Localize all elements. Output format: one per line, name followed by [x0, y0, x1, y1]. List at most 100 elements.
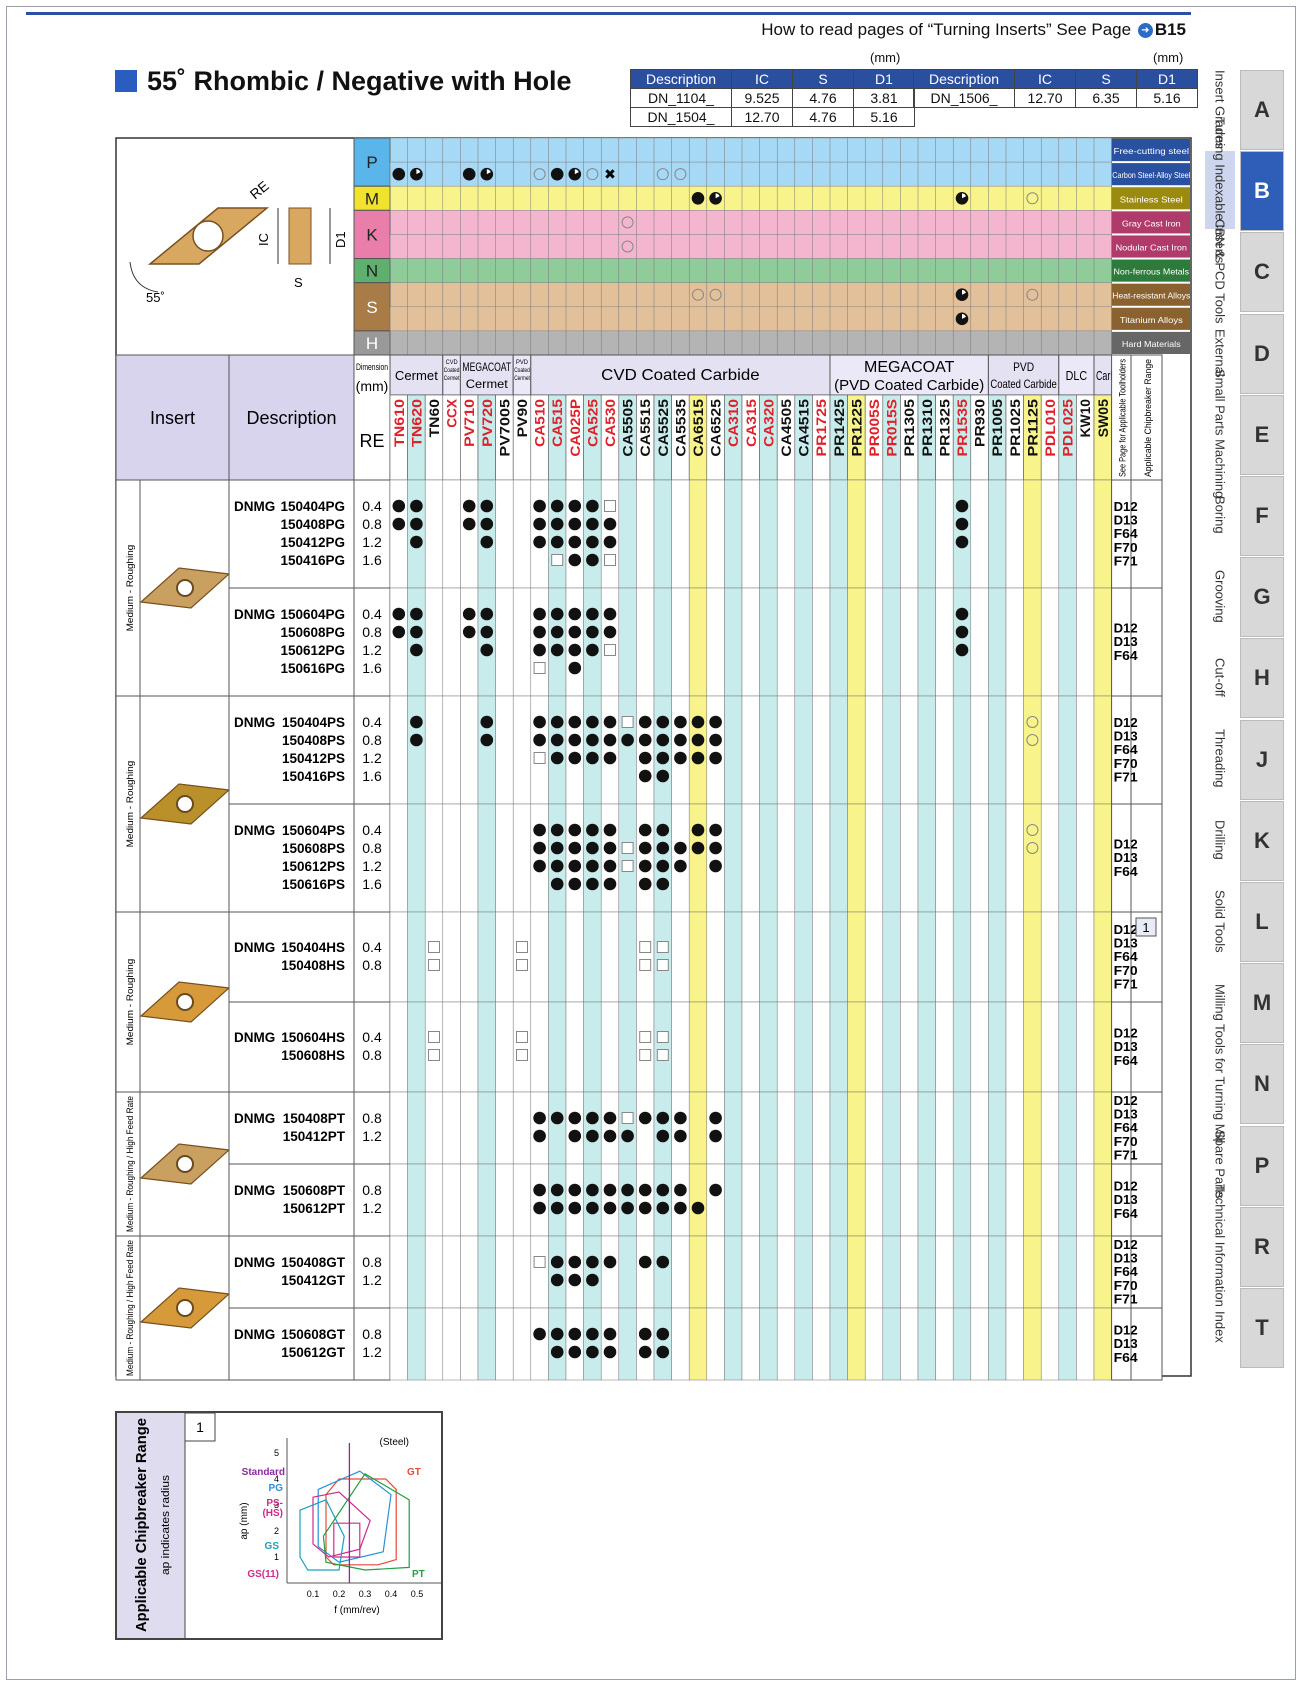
row-group-label: Medium - Roughing [125, 959, 136, 1046]
insert-photo-hole [176, 1299, 194, 1317]
mark-filled-icon [550, 1345, 564, 1359]
grade-cell [935, 803, 954, 913]
grade-cell [935, 587, 954, 697]
side-tab-n[interactable]: N [1240, 1044, 1284, 1125]
chip-series-label: (HS) [262, 1508, 283, 1519]
chip-title: Applicable Chipbreaker Range [133, 1418, 150, 1632]
mark-filled-icon [603, 877, 617, 891]
group-label: Cermet [466, 377, 509, 391]
grade-name: CA5515 [637, 399, 653, 457]
mark-filled-icon [638, 715, 652, 729]
side-tab-l[interactable]: L [1240, 882, 1284, 962]
grade-cell [988, 1307, 1007, 1381]
grade-cell [636, 803, 655, 913]
mark-filled-icon [568, 841, 582, 855]
side-tab-a[interactable]: A [1240, 70, 1284, 150]
grade-cell [530, 803, 549, 913]
dim-cell: 12.70 [731, 107, 793, 127]
side-tab-d[interactable]: D [1240, 313, 1284, 394]
side-tab-label: Threading [1212, 729, 1228, 788]
side-tab-t[interactable]: T [1240, 1288, 1284, 1368]
grade-cell [424, 1091, 444, 1165]
side-tab-m[interactable]: M [1240, 963, 1284, 1044]
side-tab-f[interactable]: F [1240, 476, 1284, 556]
howto-text: How to read pages of “Turning Inserts” S… [761, 20, 1132, 39]
mark-open-icon [1026, 288, 1039, 301]
grade-cell [460, 803, 479, 913]
re-value: 0.8 [362, 732, 382, 748]
row-group-label: Medium - Roughing / High Feed Rate [125, 1096, 136, 1232]
mark-filled-icon [709, 859, 722, 873]
grade-cell [671, 479, 690, 589]
grade-cell [688, 803, 708, 913]
re-label: RE [247, 178, 272, 203]
grade-cell [407, 911, 426, 1003]
grade-cell [864, 479, 884, 589]
dim-cell: 9.525 [731, 88, 793, 108]
material-code: N [366, 262, 378, 281]
grade-name: CA310 [725, 399, 741, 447]
toolholder-page-ref: F71 [1114, 1292, 1138, 1306]
mark-half-notch [416, 169, 421, 175]
grade-cell [583, 1163, 602, 1237]
mark-filled-icon [586, 823, 599, 837]
grade-cell [618, 587, 637, 697]
chip-cell [1130, 803, 1163, 913]
insert-code: 150612PS [282, 859, 345, 874]
side-tab-j[interactable]: J [1240, 719, 1284, 800]
grade-cell [477, 1235, 496, 1309]
side-tab-label: Spare Parts [1212, 1130, 1228, 1199]
grade-cell [653, 1235, 672, 1309]
insert-prefix: DNMG [234, 1030, 275, 1045]
grade-cell [952, 911, 972, 1003]
grade-cell [512, 1307, 532, 1381]
re-value: 0.8 [362, 840, 382, 856]
mark-filled-icon [709, 751, 722, 765]
side-tab-r[interactable]: R [1240, 1206, 1284, 1287]
mark-open-icon [1026, 192, 1039, 205]
mark-filled-icon [392, 625, 406, 639]
mark-filled-icon [410, 733, 423, 747]
grade-cell [812, 1307, 831, 1381]
insert-code: 150608PS [282, 841, 345, 856]
side-tab-label: Tools for Turning Mill [1212, 1023, 1228, 1143]
grade-cell [794, 587, 813, 697]
howto-link[interactable]: How to read pages of “Turning Inserts” S… [761, 20, 1186, 40]
side-tab-c[interactable]: C [1240, 232, 1284, 313]
grade-cell [424, 479, 444, 589]
grade-cell [600, 803, 620, 913]
grade-cell [600, 1091, 620, 1165]
grade-cell [1023, 1163, 1042, 1237]
mark-filled-icon [603, 1183, 617, 1197]
side-tab-p[interactable]: P [1240, 1125, 1284, 1206]
grade-cell [1093, 911, 1112, 1003]
insert-photo-hole [176, 795, 194, 813]
side-tab-g[interactable]: G [1240, 557, 1284, 638]
toolholder-page-ref: D13 [1114, 1108, 1138, 1122]
toolholder-page-ref: F71 [1114, 977, 1138, 991]
grade-cell [952, 1091, 972, 1165]
grade-cell [759, 1163, 778, 1237]
side-tab-e[interactable]: E [1240, 394, 1284, 475]
mark-filled-icon [568, 1201, 582, 1215]
side-tab-k[interactable]: K [1240, 800, 1284, 881]
grade-cell [600, 587, 620, 697]
chip-cell [1130, 1001, 1163, 1093]
grade-cell [882, 695, 901, 805]
grade-cell [935, 1235, 954, 1309]
mark-filled-icon [550, 625, 564, 639]
mark-open-icon [1026, 716, 1039, 728]
side-tab-b[interactable]: B [1240, 151, 1284, 232]
group-cell [389, 354, 444, 396]
grade-cell [530, 1091, 549, 1165]
side-tab-h[interactable]: H [1240, 638, 1284, 719]
chip-series-label: GS [265, 1541, 280, 1552]
mark-filled-icon [586, 1111, 599, 1125]
re-value: 0.4 [362, 498, 382, 514]
mark-filled-icon [586, 1255, 599, 1269]
grade-cell [1005, 1001, 1024, 1093]
material-code: P [366, 153, 377, 172]
grade-cell [935, 1163, 954, 1237]
mark-filled-icon [656, 751, 670, 765]
